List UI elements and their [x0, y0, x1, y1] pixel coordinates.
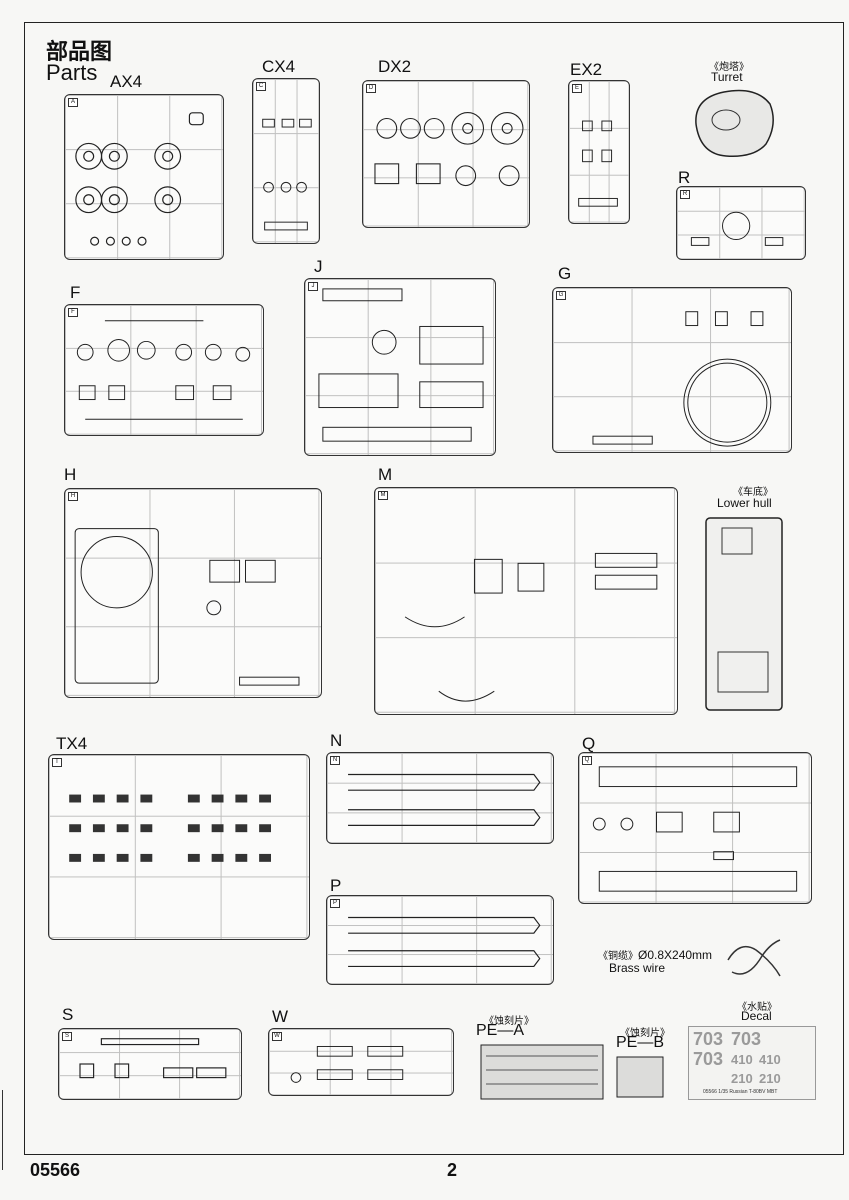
decal-label-en: Decal	[741, 1009, 772, 1023]
sprue-dx2-parts	[374, 112, 524, 187]
brass-wire-label-cn: 《铜缆》Ø0.8X240mm	[598, 948, 713, 962]
decal-caption: 05566 1/35 Russian T-80BV MBT	[703, 1089, 778, 1095]
sprue-w-parts	[290, 1045, 404, 1083]
sprue-j: J	[304, 278, 496, 456]
sprue-w: W	[268, 1028, 454, 1096]
sprue-label-ax4: AX4	[110, 72, 143, 91]
sprue-tag: N	[330, 756, 340, 765]
sprue-g: G	[552, 287, 792, 453]
sprue-s-parts	[79, 1038, 227, 1079]
sprue-f: F	[64, 304, 264, 436]
sprue-label-f: F	[70, 283, 81, 302]
sprue-h: H	[64, 488, 322, 698]
sprue-tag: R	[680, 190, 690, 199]
sprue-q: Q	[578, 752, 812, 904]
pe-a-label-cn: 《蚀刻片》	[484, 1016, 534, 1027]
sprue-cx4-parts	[262, 118, 312, 231]
sprue-tag: G	[556, 291, 566, 300]
page-frame	[24, 22, 844, 1155]
sprue-tag: F	[68, 308, 78, 317]
brass-wire-part	[727, 939, 781, 977]
sprue-ax4: A	[64, 94, 224, 260]
sprue-tx4-parts	[69, 794, 271, 862]
decal-number: 210	[731, 1071, 753, 1086]
sprue-label-n: N	[330, 731, 343, 750]
kit-number: 05566	[30, 1160, 81, 1180]
lower-hull-part	[705, 517, 783, 711]
decal-number: 210	[759, 1071, 781, 1086]
turret-part	[695, 89, 774, 157]
decal-sheet: 703 703 703 410 410 210 210 05566 1/35 R…	[688, 1026, 816, 1100]
decal-number: 410	[759, 1052, 781, 1067]
sprue-tag: Q	[582, 756, 592, 765]
sprue-ex2-parts	[578, 120, 618, 207]
sprue-s: S	[58, 1028, 242, 1100]
sprue-n-parts	[348, 773, 541, 826]
sprue-label-ex2: EX2	[570, 60, 603, 79]
sprue-label-h: H	[64, 465, 77, 484]
left-rule	[2, 1090, 3, 1170]
lower-hull-label-en: Lower hull	[717, 496, 772, 510]
sprue-tag: W	[272, 1032, 282, 1041]
pe-b-label-en: PE—B	[616, 1034, 665, 1051]
pe-a-part	[480, 1044, 604, 1100]
sprue-tag: S	[62, 1032, 72, 1041]
turret-label-en: Turret	[711, 70, 743, 84]
sprue-m-parts	[404, 552, 658, 702]
sprue-tag: J	[308, 282, 318, 291]
sprue-g-parts	[592, 311, 772, 447]
decal-number: 703	[731, 1029, 762, 1049]
pe-a-label-en: PE—A	[476, 1022, 525, 1039]
pe-b-part	[616, 1056, 664, 1098]
sprue-j-parts	[318, 288, 484, 442]
sprue-tag: T	[52, 758, 62, 767]
sprue-m: M	[374, 487, 678, 715]
sprue-ex2: E	[568, 80, 630, 224]
sprue-n: N	[326, 752, 554, 844]
sprue-q-parts	[592, 766, 798, 892]
sprue-p-parts	[348, 916, 541, 967]
decal-number: 703	[693, 1049, 724, 1069]
sprue-label-m: M	[378, 465, 393, 484]
sprue-ax4-parts	[75, 112, 204, 246]
sprue-r-parts	[690, 211, 784, 246]
brass-wire-label-en: Brass wire	[609, 961, 666, 975]
sprue-label-p: P	[330, 876, 342, 895]
sprue-tx4: T	[48, 754, 310, 940]
sprue-label-q: Q	[582, 734, 596, 753]
sprue-f-parts	[76, 320, 251, 420]
sprue-tag: H	[68, 492, 78, 501]
title-en: Parts	[46, 60, 98, 85]
decal-label-cn: 《水贴》	[737, 1002, 777, 1013]
decal-number: 410	[731, 1052, 753, 1067]
sprue-label-g: G	[558, 264, 572, 283]
decal-number: 703	[693, 1029, 724, 1049]
sprue-tag: P	[330, 899, 340, 908]
sprue-label-r: R	[678, 168, 691, 187]
sprue-label-w: W	[272, 1007, 289, 1026]
sprue-label-tx4: TX4	[56, 734, 88, 753]
sprue-r: R	[676, 186, 806, 260]
sprue-tag: D	[366, 84, 376, 93]
lower-hull-label-cn: 《车底》	[733, 487, 773, 498]
title-cn: 部品图	[46, 39, 113, 64]
sprue-h-parts	[74, 528, 300, 686]
sprue-tag: E	[572, 84, 582, 93]
sprue-tag: C	[256, 82, 266, 91]
sprue-label-cx4: CX4	[262, 57, 296, 76]
turret-label-cn: 《炮塔》	[709, 62, 749, 73]
sprue-label-s: S	[62, 1005, 74, 1024]
sprue-tag: M	[378, 491, 388, 500]
sprue-cx4: C	[252, 78, 320, 244]
sprue-label-dx2: DX2	[378, 57, 412, 76]
pe-b-label-cn: 《蚀刻片》	[620, 1028, 670, 1039]
page-number: 2	[447, 1160, 458, 1180]
sprue-dx2: D	[362, 80, 530, 228]
sprue-tag: A	[68, 98, 78, 107]
sprue-label-j: J	[314, 257, 323, 276]
sprue-p: P	[326, 895, 554, 985]
